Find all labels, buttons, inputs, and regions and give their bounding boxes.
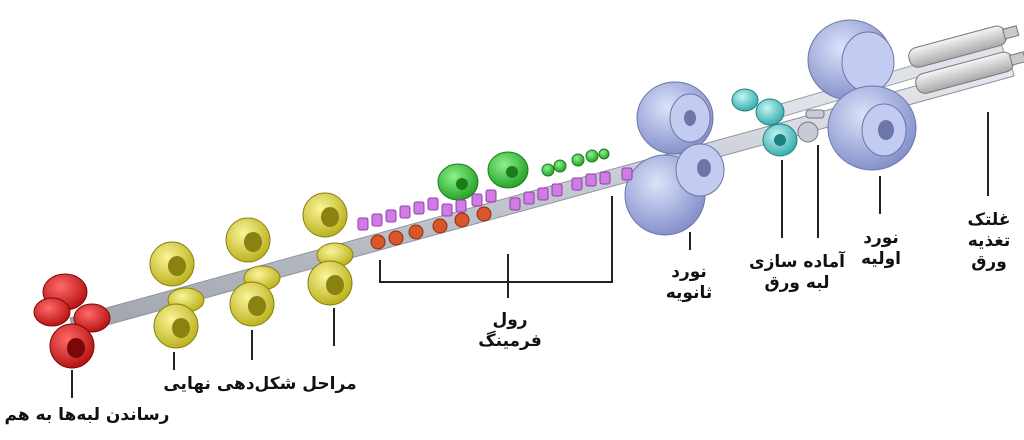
label-feed-rollers: غلتک تغذیه ورق	[954, 210, 1024, 273]
label-primary-roll: نورد اولیه	[846, 228, 916, 270]
label-edge-prep: آماده سازی لبه ورق	[742, 252, 852, 294]
final-shaping-rollers	[149, 192, 354, 349]
feed-rollers	[908, 25, 1024, 94]
label-line: ثانویه	[665, 283, 713, 303]
label-line: ورق	[971, 252, 1007, 272]
label-line: نورد	[863, 228, 899, 248]
roll-forming-green	[437, 148, 610, 201]
label-line: مراحل شکل‌دهی نهایی	[163, 374, 357, 394]
edge-joining-rollers	[33, 273, 111, 369]
label-line: فرمینگ	[478, 331, 542, 351]
label-edge-joining: رساندن لبه‌ها به هم	[2, 405, 172, 426]
label-line: آماده سازی	[749, 252, 845, 272]
label-secondary-roll: نورد ثانویه	[654, 262, 724, 304]
label-line: نورد	[671, 262, 707, 282]
leader-lines	[71, 112, 989, 398]
bracket-roll-forming	[379, 196, 613, 283]
label-line: غلتک	[967, 210, 1011, 230]
label-roll-forming: رول فرمینگ	[470, 310, 550, 352]
label-final-shaping: مراحل شکل‌دهی نهایی	[160, 374, 360, 395]
roll-forming-small-dies	[357, 167, 633, 250]
secondary-roll	[624, 81, 725, 236]
edge-prep-rollers	[731, 88, 825, 157]
label-line: رساندن لبه‌ها به هم	[4, 405, 170, 425]
label-line: لبه ورق	[764, 273, 830, 293]
label-line: تغذیه	[967, 231, 1011, 251]
primary-roll	[807, 19, 917, 171]
label-line: اولیه	[860, 249, 902, 269]
label-line: رول	[492, 310, 528, 330]
